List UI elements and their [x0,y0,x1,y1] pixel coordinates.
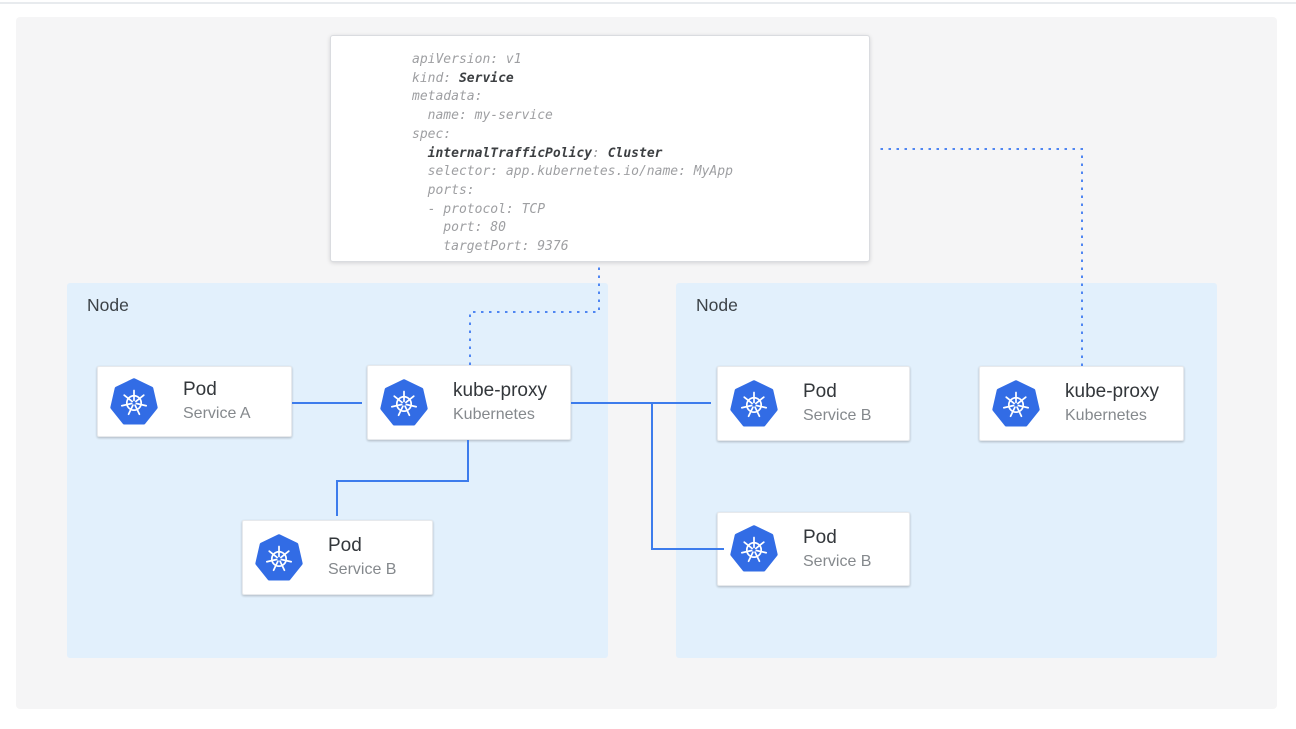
yaml-line: name: my-service [412,107,869,126]
yaml-text-segment: selector: app.kubernetes.io/name: MyApp [412,164,733,180]
card-subtitle: Service B [803,407,872,424]
card-title: Pod [183,379,217,400]
service-yaml-card: apiVersion: v1 kind: Service metadata: n… [330,35,870,262]
kubernetes-icon [730,379,778,427]
yaml-line: - protocol: TCP [412,201,869,220]
yaml-text-segment: spec: [412,126,452,142]
yaml-line: selector: app.kubernetes.io/name: MyApp [412,163,869,182]
card-subtitle: Service B [803,552,872,570]
card-pod-service-a: Pod Service A [97,366,292,437]
yaml-bold-segment: Service [458,70,514,86]
yaml-line: spec: [412,126,869,145]
kubernetes-icon [992,379,1040,427]
card-subtitle: Service B [328,561,397,578]
card-pod-service-b-right-bottom: Pod Service B [717,512,910,586]
yaml-bold-segment: internalTrafficPolicy [427,145,593,161]
card-kube-proxy-right: kube-proxy Kubernetes [979,366,1184,441]
card-pod-service-b-right-top: Pod Service B [717,366,910,441]
yaml-line: apiVersion: v1 [412,51,869,70]
node-left: Node [67,283,608,658]
kubernetes-icon [110,377,158,425]
card-title: kube-proxy [1065,381,1159,402]
card-title: Pod [328,535,362,556]
card-subtitle: Kubernetes [453,406,535,423]
yaml-text-segment [412,146,428,161]
yaml-text-segment: kind: [412,70,459,86]
yaml-text-segment: metadata: [412,89,483,105]
card-title: kube-proxy [453,380,547,401]
yaml-text-segment: ports: [412,182,475,198]
yaml-text-segment: port: 80 [412,220,506,236]
yaml-line: metadata: [412,88,869,107]
yaml-line: kind: Service [412,70,869,89]
yaml-text-segment: - protocol: TCP [412,201,546,217]
yaml-text-segment: name: my-service [412,108,553,124]
node-label: Node [696,295,738,315]
yaml-line: internalTrafficPolicy: Cluster [412,145,869,164]
yaml-text-segment: apiVersion: v1 [412,52,522,67]
yaml-bold-segment: Cluster [607,145,663,161]
card-subtitle: Service A [183,405,251,422]
node-right: Node [676,283,1217,658]
kubernetes-icon [380,378,428,426]
node-label: Node [87,295,129,315]
kubernetes-icon [255,533,303,581]
kubernetes-icon [730,525,778,572]
top-divider [0,2,1296,4]
card-title: Pod [803,381,837,402]
yaml-line: port: 80 [412,219,869,238]
yaml-line: ports: [412,182,869,201]
yaml-line: targetPort: 9376 [412,238,869,257]
card-title: Pod [803,526,837,548]
yaml-text-segment: : [592,145,608,161]
yaml-text-segment: targetPort: 9376 [412,239,569,255]
card-pod-service-b-left: Pod Service B [242,520,433,595]
card-kube-proxy-left: kube-proxy Kubernetes [367,365,571,440]
card-subtitle: Kubernetes [1065,407,1147,424]
